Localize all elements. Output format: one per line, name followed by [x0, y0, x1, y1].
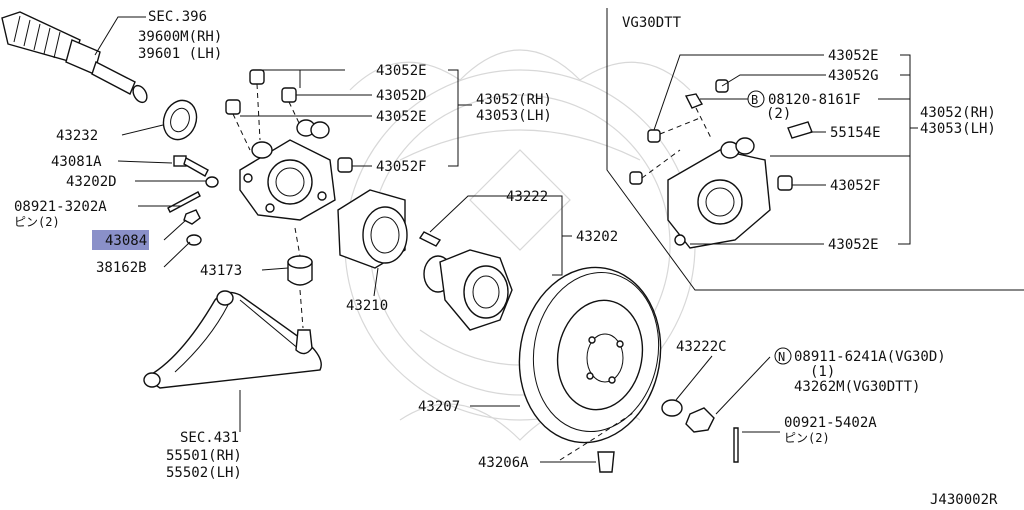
label-43052f-2: 43052F: [830, 178, 881, 194]
label-pin-2: ピン(2): [784, 431, 830, 445]
inset-leader-lines: [653, 54, 918, 245]
label-43202: 43202: [576, 229, 618, 245]
brake-disc: [518, 266, 662, 444]
label-43081a: 43081A: [51, 154, 102, 170]
hub-flange: [418, 231, 513, 331]
label-43053-lh-1: 43053(LH): [476, 108, 552, 124]
label-43052e-1: 43052E: [376, 63, 427, 79]
knuckle-vg30dtt: [629, 79, 813, 249]
label-08921-3202a: 08921-3202A: [14, 199, 107, 215]
label-43052-rh-2: 43052(RH): [920, 105, 996, 121]
label-43173: 43173: [200, 263, 242, 279]
label-55501: 55501(RH): [166, 448, 242, 464]
label-vg30dtt: VG30DTT: [622, 15, 682, 31]
label-08120: 08120-8161F: [768, 92, 861, 108]
label-39601: 39601 (LH): [138, 46, 222, 62]
knuckle: [239, 119, 336, 221]
label-n-symbol: N: [778, 350, 785, 364]
label-43053-lh-2: 43053(LH): [920, 121, 996, 137]
label-43052f-1: 43052F: [376, 159, 427, 175]
label-43084: 43084: [105, 233, 147, 249]
label-55502: 55502(LH): [166, 465, 242, 481]
label-55154e: 55154E: [830, 125, 881, 141]
label-43222: 43222: [506, 189, 548, 205]
seal-43232: [162, 99, 198, 141]
label-43222c: 43222C: [676, 339, 727, 355]
diagram-code: J430002R: [930, 492, 998, 508]
lower-arm: [143, 290, 322, 389]
label-08911: 08911-6241A(VG30D): [794, 349, 946, 365]
label-43262m: 43262M(VG30DTT): [794, 379, 920, 395]
label-43232: 43232: [56, 128, 98, 144]
label-pin-1: ピン(2): [14, 215, 60, 229]
label-qty-1: (1): [810, 364, 835, 380]
inset-frame: [606, 8, 1024, 291]
leader-lines: [94, 16, 780, 463]
label-43202d: 43202D: [66, 174, 117, 190]
label-b-symbol: B: [751, 93, 758, 107]
nuts-right: [597, 399, 739, 473]
bushing-43173: [287, 255, 313, 286]
part-highlight: [92, 230, 149, 250]
label-39600m: 39600M(RH): [138, 29, 222, 45]
bushings: [225, 69, 353, 173]
drive-shaft: [1, 11, 148, 104]
label-43052e-3: 43052E: [828, 48, 879, 64]
label-43052d: 43052D: [376, 88, 427, 104]
label-sec396: SEC.396: [148, 9, 207, 25]
label-43206a: 43206A: [478, 455, 529, 471]
nut-43084: [167, 191, 202, 246]
label-43207: 43207: [418, 399, 460, 415]
label-sec431: SEC.431: [180, 430, 239, 446]
b-symbol-circle: [747, 90, 765, 108]
label-43052e-4: 43052E: [828, 237, 879, 253]
label-qty-2: (2): [766, 106, 791, 122]
label-43052-rh-1: 43052(RH): [476, 92, 552, 108]
label-43210: 43210: [346, 298, 388, 314]
label-43052g: 43052G: [828, 68, 879, 84]
label-43052e-2: 43052E: [376, 109, 427, 125]
label-00921: 00921-5402A: [784, 415, 877, 431]
n-symbol-circle: [774, 347, 792, 365]
label-38162b: 38162B: [96, 260, 147, 276]
hub-43210: [337, 189, 408, 269]
bolt-43081a: [173, 155, 219, 188]
